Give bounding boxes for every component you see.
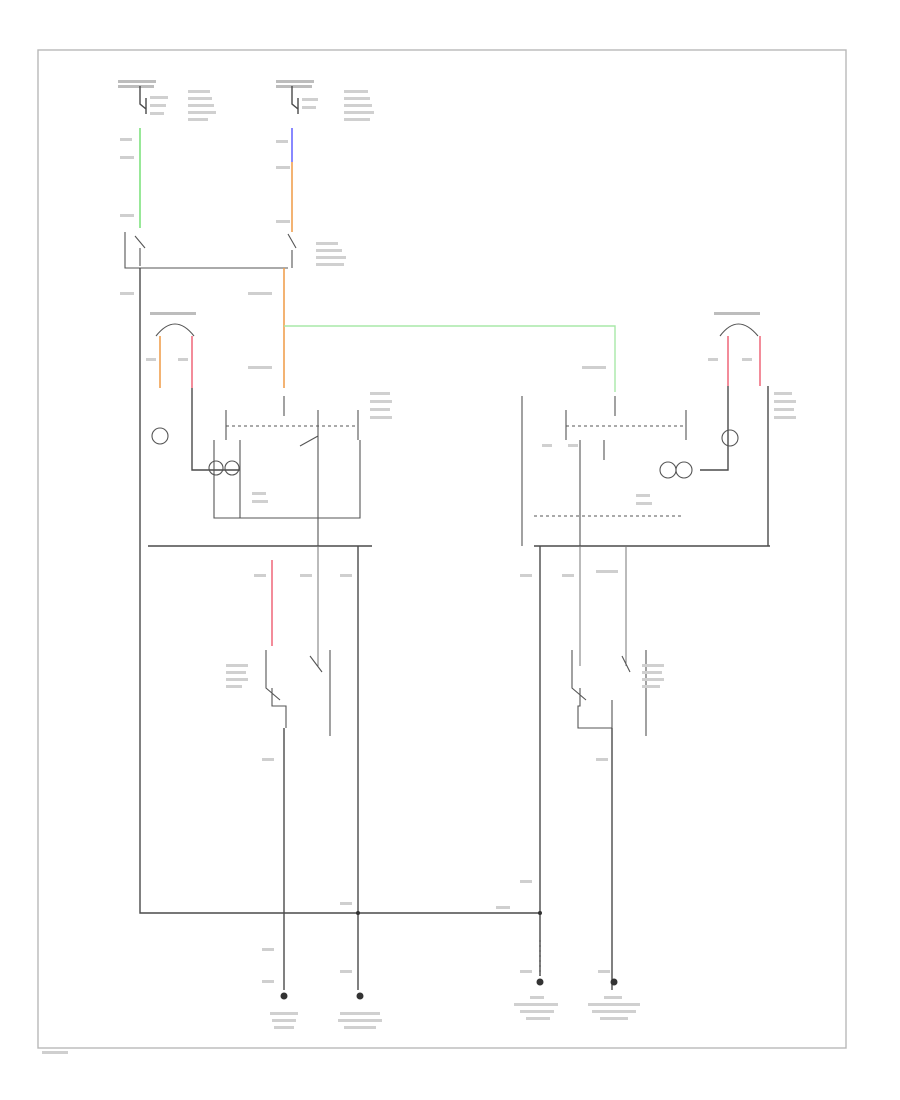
diagram-frame	[37, 49, 847, 1049]
left-relay	[208, 392, 392, 546]
right-connector-block	[700, 312, 796, 546]
left-connector-block	[146, 312, 240, 471]
junction-1	[356, 911, 360, 915]
right-switch	[571, 650, 664, 736]
wire-left-main	[139, 268, 540, 914]
top-switch-block	[124, 232, 346, 269]
power-source-center	[276, 80, 374, 121]
footer-code-mark	[42, 1051, 68, 1054]
junction-2	[538, 911, 542, 915]
right-relay	[521, 396, 693, 546]
ground-3	[514, 940, 558, 1020]
ground-4	[588, 970, 640, 1020]
power-source-left	[118, 80, 216, 121]
left-switch	[226, 650, 331, 736]
ground-1	[262, 948, 298, 1029]
ground-2	[338, 970, 382, 1029]
wire-green-cross	[284, 325, 616, 392]
